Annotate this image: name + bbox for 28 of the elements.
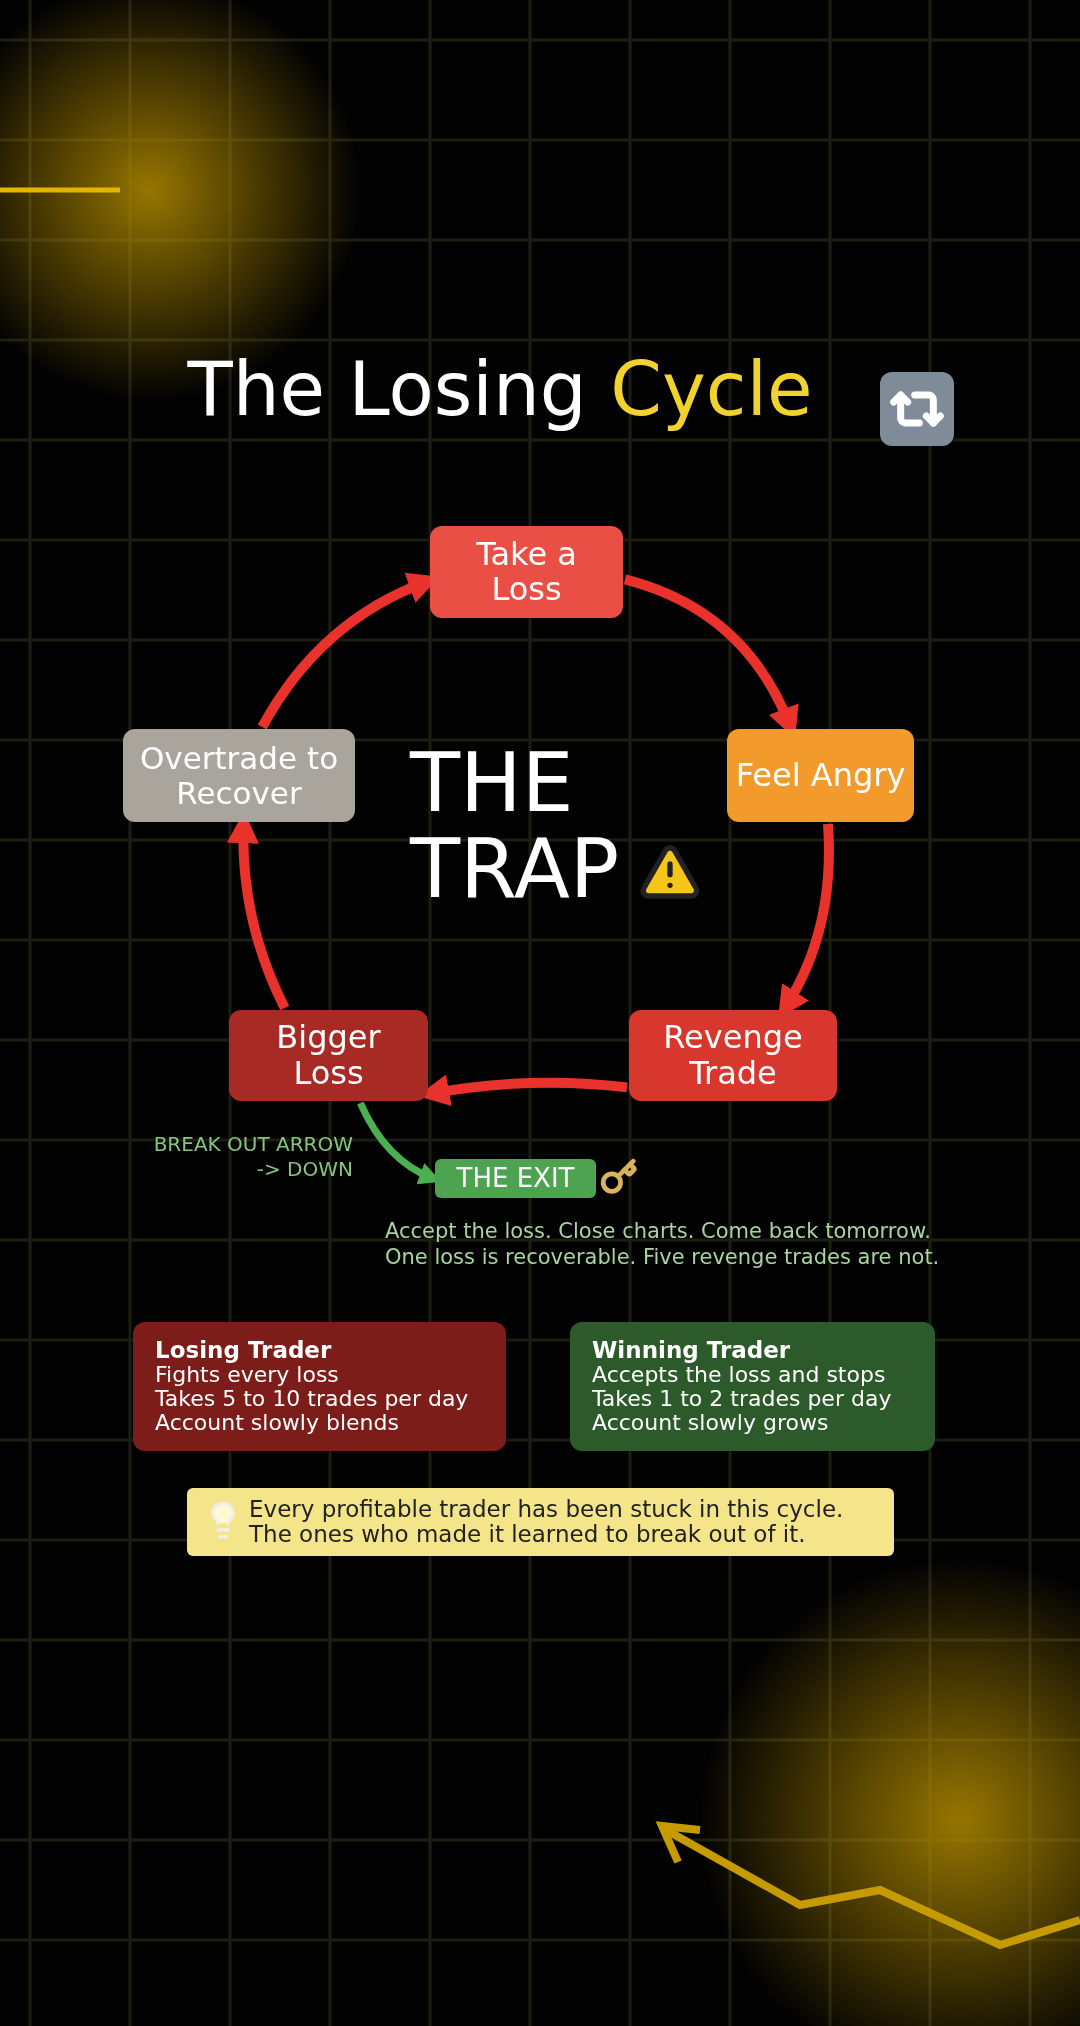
node-label: THE EXIT — [456, 1164, 575, 1193]
card-line: Takes 1 to 2 trades per day — [592, 1387, 892, 1412]
card-line: Account slowly blends — [155, 1411, 399, 1436]
process-box — [430, 526, 623, 618]
comparison-card — [133, 1322, 506, 1451]
center-heading: THE TRAP — [410, 740, 621, 913]
card-line: Takes 5 to 10 trades per day — [155, 1387, 469, 1412]
node-label: Bigger Loss — [275, 1020, 382, 1091]
node-label: Revenge Trade — [662, 1020, 804, 1091]
card-line: Fights every loss — [155, 1362, 339, 1388]
node-label: Overtrade to Recover — [138, 741, 340, 810]
card-line: Accepts the loss and stops — [592, 1362, 886, 1388]
tip-banner — [187, 1488, 894, 1556]
node-label: Take a Loss — [475, 536, 578, 608]
comparison-card — [570, 1322, 935, 1451]
card-heading: Winning Trader — [592, 1337, 791, 1363]
process-box — [727, 729, 914, 822]
title: The Losing Cycle — [186, 345, 814, 434]
node-label: Feel Angry — [735, 757, 906, 794]
exit-advice-text: Accept the loss. Close charts. Come back tomorrow. One loss is recoverable. Five revenge trades are not. — [385, 1218, 941, 1271]
tip-text: Every profitable trader has been stuck in this cycle. The ones who made it learned to break out of it. — [249, 1496, 845, 1548]
process-box — [629, 1010, 837, 1101]
process-box — [123, 729, 355, 822]
note-text: BREAK OUT ARROW -> DOWN — [152, 1132, 353, 1182]
card-line: Account slowly grows — [592, 1411, 829, 1436]
card-heading: Losing Trader — [155, 1337, 332, 1363]
exit-badge — [435, 1159, 596, 1198]
process-box — [229, 1010, 428, 1101]
